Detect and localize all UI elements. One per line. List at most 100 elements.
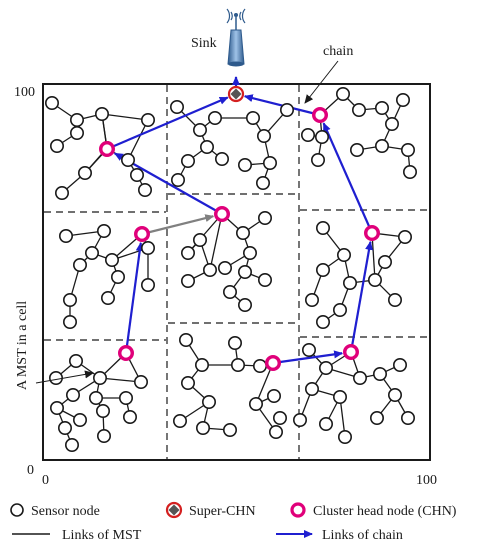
sensor-node — [85, 246, 100, 261]
sensor-node — [96, 403, 111, 418]
sensor-node — [301, 342, 316, 357]
sensor-node — [215, 152, 230, 167]
sensor-node — [238, 264, 253, 279]
cluster-head-node — [343, 344, 360, 361]
chain-link-arrow — [124, 241, 144, 354]
sensor-node — [349, 143, 364, 158]
sensor-node — [335, 87, 350, 102]
sensor-node — [315, 314, 330, 329]
sensor-node — [119, 390, 134, 405]
sensor-node — [395, 93, 410, 108]
legend-chain-link-label: Links of chain — [322, 528, 403, 543]
legend-sensor-node-label: Sensor node — [31, 504, 100, 519]
chain-label: chain — [323, 44, 353, 59]
sensor-node — [310, 153, 325, 168]
sensor-node — [179, 332, 194, 347]
sensor-node — [62, 314, 77, 329]
mst-link — [187, 213, 223, 254]
sensor-node — [266, 388, 281, 403]
sensor-node — [315, 221, 330, 236]
sensor-node — [223, 284, 238, 299]
sensor-node — [208, 111, 223, 126]
sensor-node — [218, 260, 233, 275]
sensor-node — [337, 429, 352, 444]
sensor-node — [101, 290, 116, 305]
legend-cluster-head-label: Cluster head node (CHN) — [313, 504, 457, 519]
sensor-node — [387, 387, 402, 402]
mst-link — [209, 213, 223, 271]
sensor-node — [89, 390, 104, 405]
antenna-signal-icon — [226, 8, 246, 24]
cluster-head-node — [364, 224, 381, 241]
cell-grid — [44, 85, 429, 459]
sensor-node — [332, 302, 347, 317]
sensor-node — [257, 211, 272, 226]
sensor-node — [44, 96, 59, 111]
sensor-node — [377, 255, 392, 270]
sensor-node — [200, 140, 215, 155]
cluster-heads — [98, 106, 381, 372]
sensor-node — [372, 366, 387, 381]
sensor-node — [397, 230, 412, 245]
sensor-node — [141, 241, 156, 256]
axis-y-top-label: 100 — [14, 85, 35, 100]
sensor-node — [300, 128, 315, 143]
sensor-node — [315, 262, 330, 277]
sensor-node — [223, 422, 238, 437]
sensor-node — [387, 292, 402, 307]
cluster-head-node — [265, 355, 282, 372]
sensor-node — [402, 165, 417, 180]
sensor-node — [173, 413, 188, 428]
sensor-node — [170, 100, 185, 115]
mst-link — [101, 113, 149, 121]
sensor-node — [193, 123, 208, 138]
axis-y-origin-label: 0 — [27, 463, 34, 478]
field-border — [42, 83, 431, 461]
sensor-node — [111, 269, 126, 284]
mst-in-cell-label: A MST in a cell — [15, 301, 30, 390]
sensor-node — [268, 424, 283, 439]
sensor-node — [374, 101, 389, 116]
sensor-node — [70, 113, 85, 128]
chain-link-arrow — [106, 96, 229, 151]
sensor-node — [123, 409, 138, 424]
sensor-node — [70, 126, 85, 141]
sensor-node — [246, 111, 261, 126]
sensor-node — [203, 262, 218, 277]
chain-link-arrow — [349, 240, 373, 353]
sensor-node — [105, 253, 120, 268]
sensor-node — [65, 437, 80, 452]
sensor-node — [48, 370, 63, 385]
sensor-node — [193, 233, 208, 248]
sensor-node — [97, 224, 112, 239]
sensor-node — [49, 139, 64, 154]
sensor-node — [97, 428, 112, 443]
cluster-head-node — [312, 106, 329, 123]
legend-mst-link-label: Links of MST — [62, 528, 142, 543]
sensor-node — [231, 357, 246, 372]
sensor-node — [141, 277, 156, 292]
sensor-node — [272, 410, 287, 425]
sensor-node — [58, 229, 73, 244]
sensor-node — [314, 130, 329, 145]
chain-link-arrow — [141, 214, 215, 236]
cluster-head-node — [213, 205, 230, 222]
chain-link-arrow — [272, 350, 344, 365]
mst-link — [127, 119, 149, 161]
sensor-node — [181, 375, 196, 390]
sensor-node — [236, 226, 251, 241]
sensor-node — [138, 183, 153, 198]
sensor-node — [73, 257, 88, 272]
sensor-node — [367, 272, 382, 287]
chain-link-arrow — [322, 122, 374, 234]
sensor-nodes — [44, 87, 417, 452]
sensor-node — [255, 176, 270, 191]
sensor-node — [238, 158, 253, 173]
legend-sensor-node-icon — [10, 503, 24, 517]
sensor-node — [181, 273, 196, 288]
sensor-node — [66, 387, 81, 402]
sink-tower-icon — [227, 13, 245, 67]
sensor-node — [253, 358, 268, 373]
sensor-node — [130, 168, 145, 183]
sensor-node — [171, 173, 186, 188]
